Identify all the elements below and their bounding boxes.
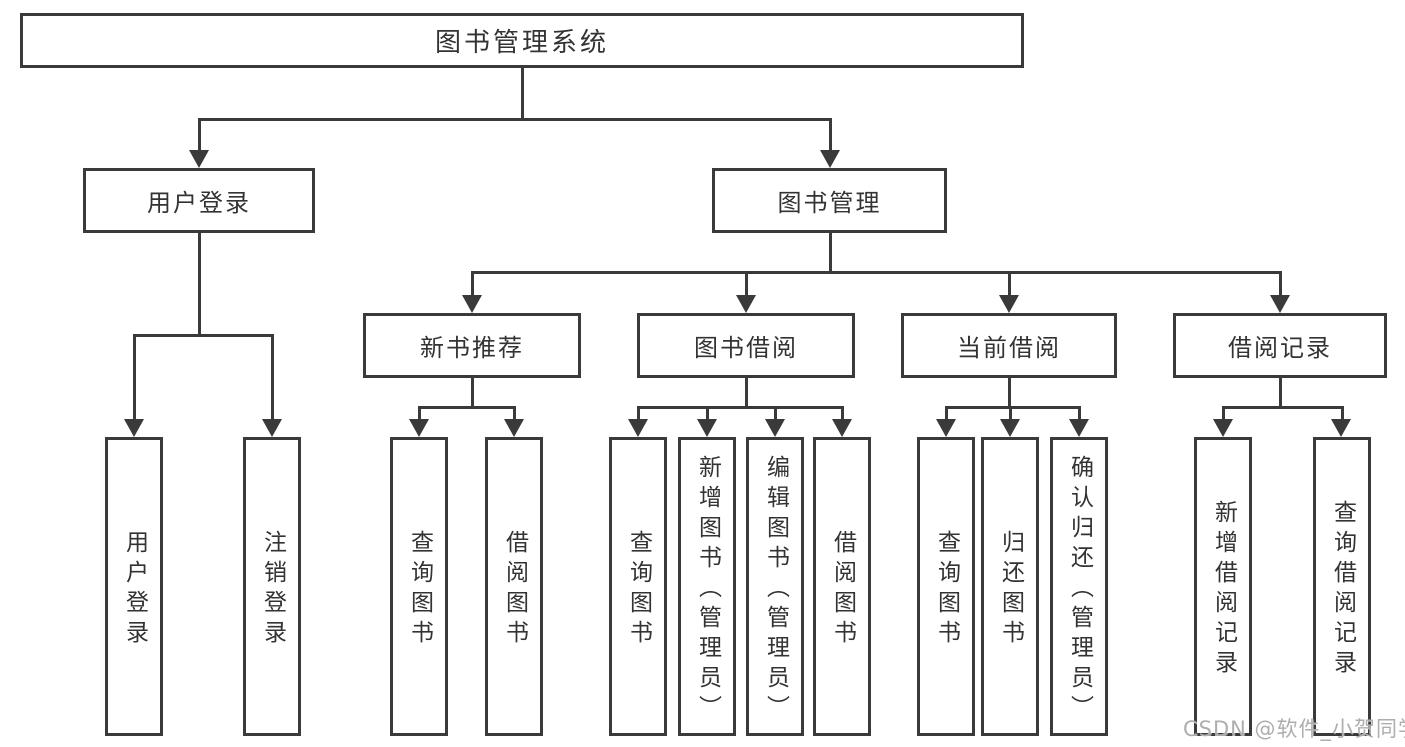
- node-user-login: 用户登录: [83, 168, 315, 233]
- connector-stem: [471, 376, 474, 409]
- connector-stem: [1008, 271, 1011, 297]
- arrow-down-icon: [999, 295, 1019, 313]
- arrow-down-icon: [1331, 419, 1351, 437]
- arrow-down-icon: [765, 419, 785, 437]
- connector-groupB-bus: [638, 406, 843, 409]
- arrow-down-icon: [1069, 419, 1089, 437]
- connector-stem: [829, 118, 832, 152]
- connector-stem: [637, 406, 640, 421]
- arrow-down-icon: [1000, 419, 1020, 437]
- arrow-down-icon: [832, 419, 852, 437]
- connector-stem: [774, 406, 777, 421]
- leaf-query-books-current: 查询图书: [917, 437, 975, 736]
- leaf-borrow-books-newbook: 借阅图书: [485, 437, 543, 736]
- connector-stem: [1341, 406, 1344, 421]
- node-book-management: 图书管理: [712, 168, 947, 233]
- connector-level2-bus: [199, 118, 832, 121]
- arrow-down-icon: [628, 419, 648, 437]
- connector-stem: [829, 231, 832, 274]
- leaf-add-borrow-record: 新增借阅记录: [1194, 437, 1252, 736]
- arrow-down-icon: [697, 419, 717, 437]
- leaf-logout: 注销登录: [243, 437, 301, 736]
- connector-stem: [945, 406, 948, 421]
- connector-groupD-bus: [1223, 406, 1343, 409]
- connector-stem: [745, 271, 748, 297]
- node-current-borrow: 当前借阅: [901, 313, 1117, 378]
- leaf-edit-book-admin: 编辑图书（管理员）: [746, 437, 804, 736]
- connector-stem: [133, 334, 136, 421]
- leaf-user-login: 用户登录: [105, 437, 163, 736]
- connector-root-stem: [521, 68, 524, 120]
- leaf-borrow-books-borrow: 借阅图书: [813, 437, 871, 736]
- connector-stem: [513, 406, 516, 421]
- arrow-down-icon: [124, 419, 144, 437]
- arrow-down-icon: [262, 419, 282, 437]
- connector-login-bus: [134, 334, 274, 337]
- connector-stem: [198, 118, 201, 152]
- arrow-down-icon: [736, 295, 756, 313]
- leaf-add-book-admin: 新增图书（管理员）: [678, 437, 736, 736]
- connector-stem: [1008, 376, 1011, 409]
- arrow-down-icon: [504, 419, 524, 437]
- connector-stem: [1279, 271, 1282, 297]
- connector-stem: [706, 406, 709, 421]
- leaf-query-books-newbook: 查询图书: [390, 437, 448, 736]
- connector-stem: [418, 406, 421, 421]
- arrow-down-icon: [936, 419, 956, 437]
- connector-level3-bus: [472, 271, 1281, 274]
- connector-stem: [841, 406, 844, 421]
- arrow-down-icon: [1270, 295, 1290, 313]
- node-borrow-records: 借阅记录: [1173, 313, 1387, 378]
- connector-stem: [471, 271, 474, 297]
- arrow-down-icon: [1213, 419, 1233, 437]
- connector-stem: [198, 231, 201, 336]
- leaf-return-book: 归还图书: [981, 437, 1039, 736]
- arrow-down-icon: [820, 150, 840, 168]
- connector-stem: [1222, 406, 1225, 421]
- node-library-system: 图书管理系统: [20, 13, 1024, 68]
- leaf-query-books-borrow: 查询图书: [609, 437, 667, 736]
- leaf-query-borrow-record: 查询借阅记录: [1313, 437, 1371, 736]
- connector-groupC-bus: [946, 406, 1080, 409]
- arrow-down-icon: [462, 295, 482, 313]
- arrow-down-icon: [189, 150, 209, 168]
- watermark-text: CSDN @软件_小贺同学: [1183, 717, 1405, 741]
- connector-stem: [745, 376, 748, 409]
- arrow-down-icon: [409, 419, 429, 437]
- connector-groupA-bus: [419, 406, 515, 409]
- leaf-confirm-return-admin: 确认归还（管理员）: [1050, 437, 1108, 736]
- node-new-book-recommend: 新书推荐: [363, 313, 581, 378]
- node-book-borrow: 图书借阅: [637, 313, 855, 378]
- connector-stem: [1009, 406, 1012, 421]
- connector-stem: [1078, 406, 1081, 421]
- connector-stem: [1279, 376, 1282, 409]
- connector-stem: [271, 334, 274, 421]
